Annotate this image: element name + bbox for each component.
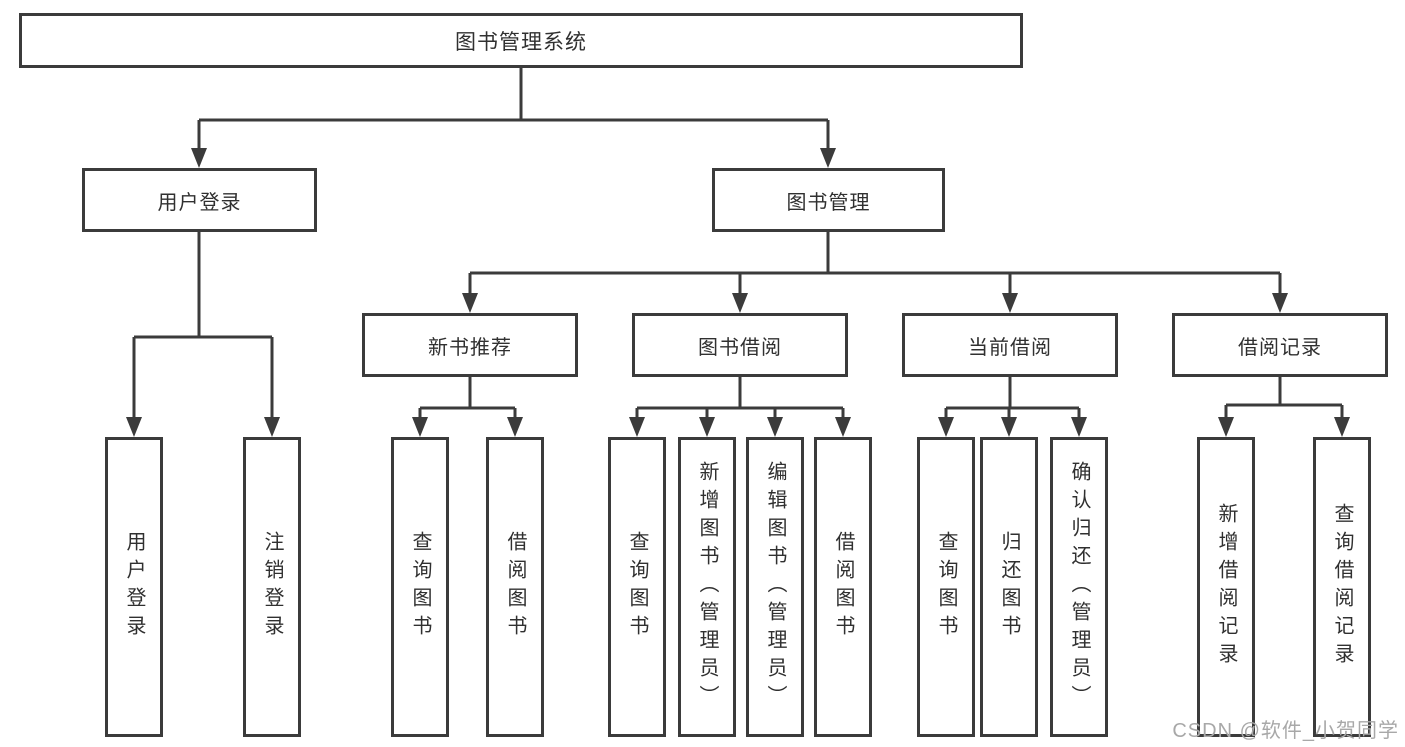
leaf-add-borrow-record: 新增借阅记录 bbox=[1197, 437, 1255, 737]
leaf-confirm-return-admin: 确认归还（管理员） bbox=[1050, 437, 1108, 737]
node-new-book-recommendation: 新书推荐 bbox=[362, 313, 578, 377]
leaf-label: 新增借阅记录 bbox=[1215, 503, 1237, 671]
leaf-query-borrow-record: 查询借阅记录 bbox=[1313, 437, 1371, 737]
leaf-edit-books-admin: 编辑图书（管理员） bbox=[746, 437, 804, 737]
leaf-borrow-books: 借阅图书 bbox=[814, 437, 872, 737]
leaf-label: 查询图书 bbox=[935, 531, 957, 643]
csdn-watermark: CSDN @软件_小贺同学 bbox=[1172, 720, 1399, 742]
node-label: 用户登录 bbox=[157, 191, 242, 214]
leaf-query-books: 查询图书 bbox=[608, 437, 666, 737]
node-label: 借阅记录 bbox=[1238, 336, 1322, 359]
leaf-label: 确认归还（管理员） bbox=[1068, 461, 1090, 713]
node-label: 图书管理系统 bbox=[455, 30, 587, 54]
node-label: 图书借阅 bbox=[698, 336, 782, 359]
leaf-label: 查询借阅记录 bbox=[1331, 503, 1353, 671]
leaf-label: 注销登录 bbox=[261, 531, 283, 643]
node-library-management-system: 图书管理系统 bbox=[19, 13, 1023, 68]
leaf-add-books-admin: 新增图书（管理员） bbox=[678, 437, 736, 737]
leaf-query-books: 查询图书 bbox=[917, 437, 975, 737]
leaf-label: 借阅图书 bbox=[504, 531, 526, 643]
leaf-borrow-books: 借阅图书 bbox=[486, 437, 544, 737]
node-user-login-branch: 用户登录 bbox=[82, 168, 317, 232]
leaf-label: 归还图书 bbox=[998, 531, 1020, 643]
leaf-label: 编辑图书（管理员） bbox=[764, 461, 786, 713]
leaf-label: 借阅图书 bbox=[832, 531, 854, 643]
node-label: 当前借阅 bbox=[968, 336, 1052, 359]
leaf-query-books: 查询图书 bbox=[391, 437, 449, 737]
leaf-logout: 注销登录 bbox=[243, 437, 301, 737]
node-book-management-branch: 图书管理 bbox=[712, 168, 945, 232]
leaf-return-books: 归还图书 bbox=[980, 437, 1038, 737]
leaf-label: 查询图书 bbox=[409, 531, 431, 643]
node-borrowing-records: 借阅记录 bbox=[1172, 313, 1388, 377]
node-book-borrowing: 图书借阅 bbox=[632, 313, 848, 377]
node-label: 新书推荐 bbox=[428, 336, 512, 359]
leaf-label: 查询图书 bbox=[626, 531, 648, 643]
leaf-label: 新增图书（管理员） bbox=[696, 461, 718, 713]
leaf-user-login: 用户登录 bbox=[105, 437, 163, 737]
node-current-borrowing: 当前借阅 bbox=[902, 313, 1118, 377]
node-label: 图书管理 bbox=[786, 191, 871, 214]
leaf-label: 用户登录 bbox=[123, 531, 145, 643]
